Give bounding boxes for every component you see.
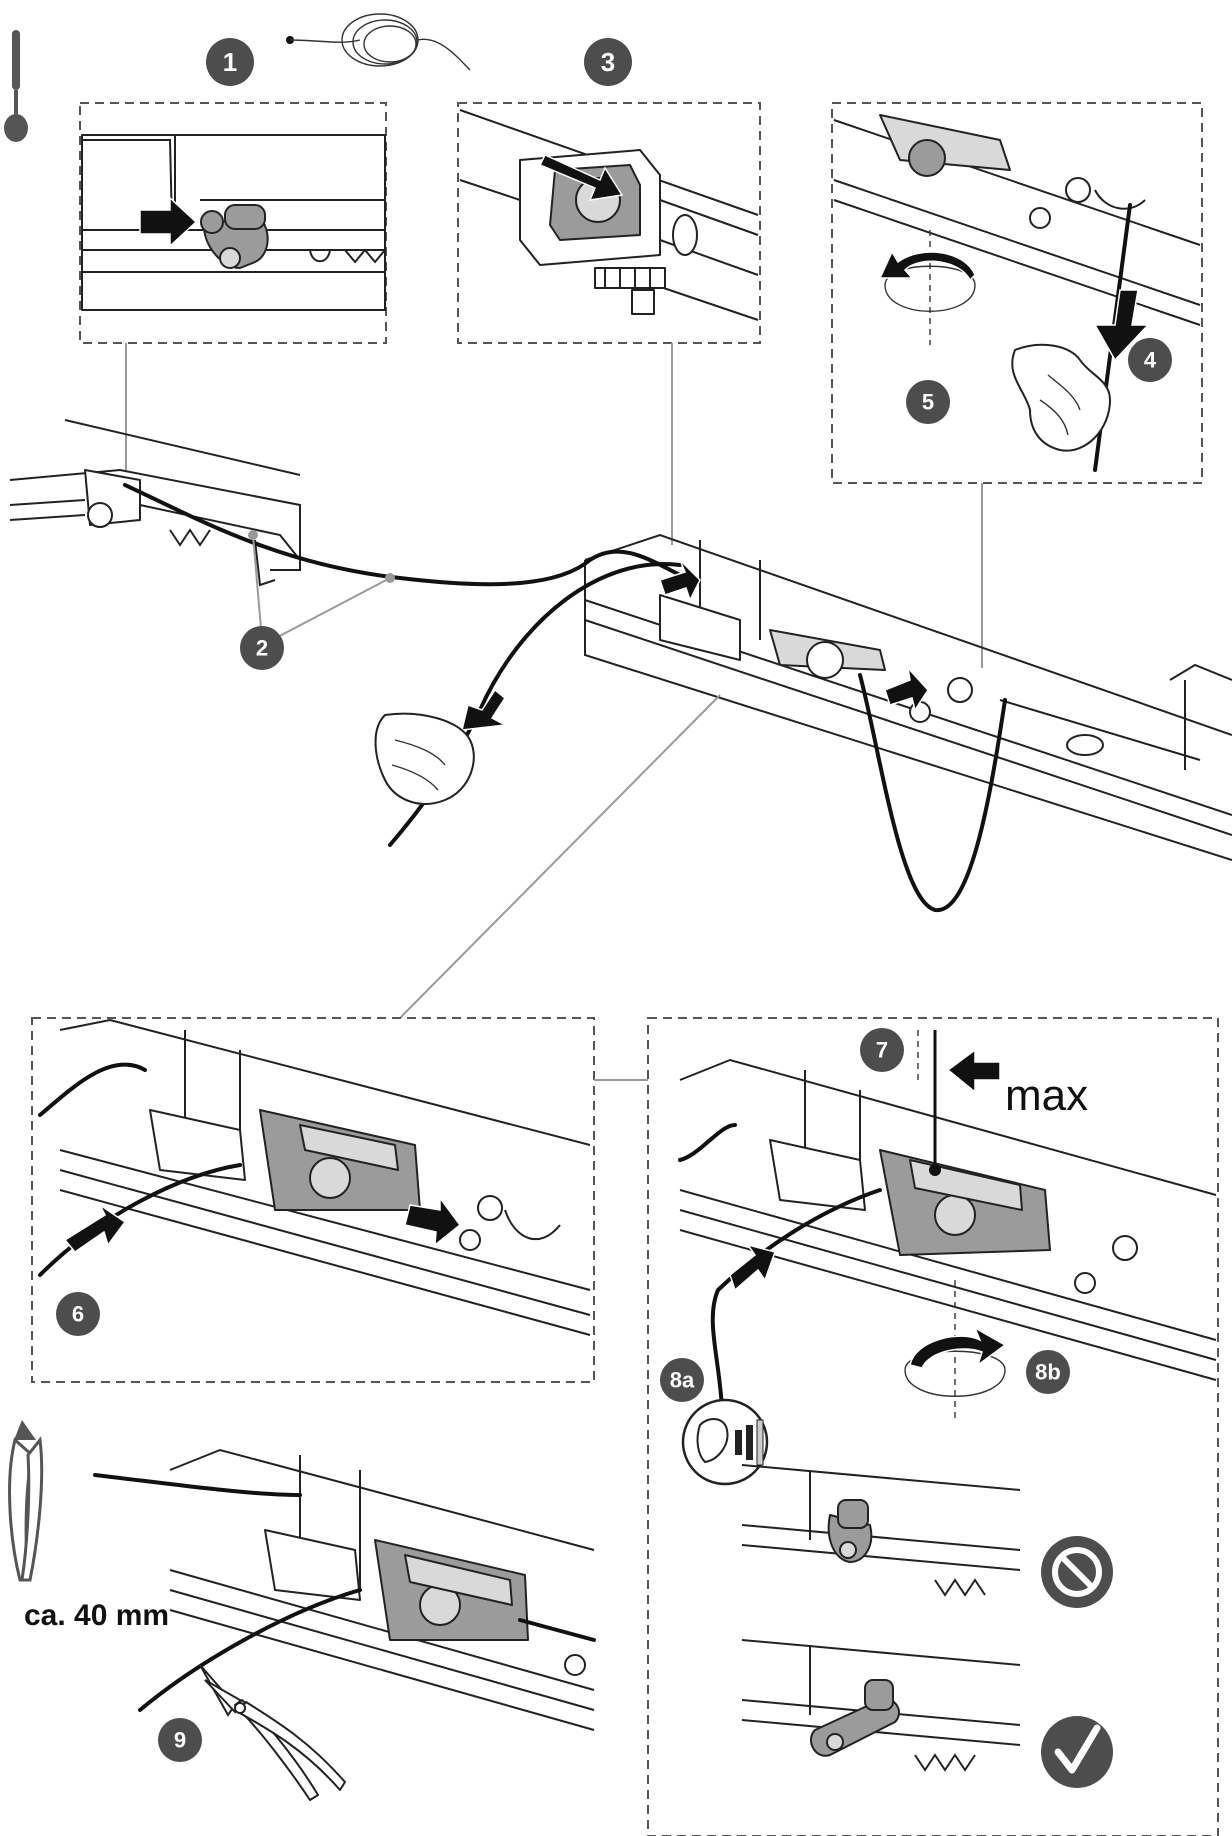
step-label-3: 3 [584,38,632,86]
detail-frame-3 [457,102,761,344]
arrow-max [946,1048,1001,1094]
leader-2a [252,534,263,641]
svg-text:4: 4 [1144,348,1157,373]
incorrect-position-detail [741,1464,1021,1597]
cable-main [123,483,682,587]
step-label-8b: 8b [1026,1350,1070,1394]
correct-position-detail [741,1639,1021,1772]
detail-frame-4-5 [831,102,1203,484]
cut-length-label: ca. 40 mm [24,1599,169,1632]
detail-frame-7-8 [647,1017,1219,1836]
strength-icon [681,1398,769,1486]
cable-6 [38,1062,147,1117]
step-label-2: 2 [240,626,284,670]
checkmark-icon [1041,1716,1113,1788]
svg-text:3: 3 [601,47,615,77]
cable-7-loop [678,1123,737,1162]
svg-text:7: 7 [876,1038,888,1063]
leader-2b [271,577,391,641]
svg-text:8b: 8b [1035,1360,1061,1385]
detail-4-5-mechanism [833,114,1201,472]
screwdriver-icon [4,30,28,142]
svg-text:6: 6 [72,1302,84,1327]
step-label-8a: 8a [660,1358,704,1402]
step-label-7: 7 [860,1028,904,1072]
detail-1-mechanism [81,134,386,311]
cable-8a [710,1188,882,1412]
svg-text:1: 1 [223,47,237,77]
max-label: max [1005,1071,1088,1120]
detail-7-8-mechanism [679,1058,1217,1381]
detail-frame-6 [31,1017,595,1383]
detail-3-mechanism [459,109,759,321]
detail-9-mechanism [169,1448,595,1731]
leader-6 [399,694,721,1019]
svg-text:2: 2 [256,636,268,661]
cable-coil-icon [286,13,471,71]
svg-text:5: 5 [922,390,934,415]
cable-9-exit [138,1588,362,1712]
step-label-1: 1 [206,38,254,86]
step-label-9: 9 [158,1718,202,1762]
step-label-5: 5 [906,380,950,424]
step-label-6: 6 [56,1292,100,1336]
svg-text:8a: 8a [670,1368,695,1393]
cable-6-exit [38,1163,242,1277]
rotate-symbol-8b [904,1280,1007,1420]
prohibited-icon [1041,1536,1113,1608]
side-cutter-icon [199,1664,346,1801]
detail-6-mechanism [59,1018,591,1336]
main-rail-left [9,419,301,587]
pliers-icon [8,1420,44,1582]
cable-loop [858,673,1007,913]
cable-9-top [93,1473,302,1497]
hand-pulling [374,712,475,805]
cable-9-rail [518,1618,596,1642]
svg-text:9: 9 [174,1728,186,1753]
step-label-4: 4 [1128,338,1172,382]
